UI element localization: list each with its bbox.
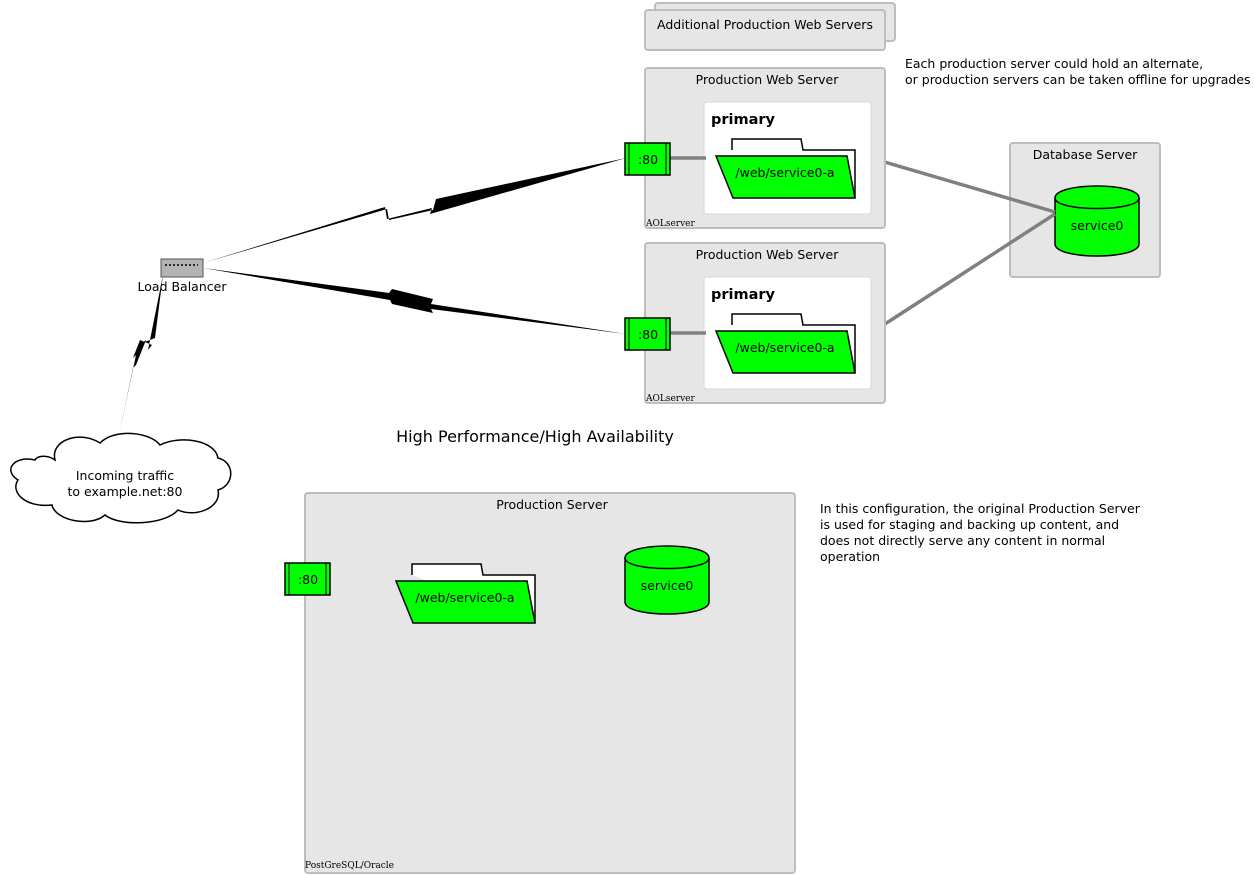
production-server-label: Production Server: [496, 497, 608, 512]
database-server: Database Server service0: [1009, 142, 1161, 278]
lightning-bolt-cloud-to-lb: [118, 275, 163, 440]
connector-web1-db: [870, 156, 1056, 214]
web-server-2-inner-label: primary: [711, 287, 776, 303]
web-server-2-folder: /web/service0-a: [735, 340, 834, 355]
web-server-1-port: :80: [638, 152, 658, 167]
port-icon: [624, 317, 671, 351]
web-server-2-label: Production Web Server: [696, 247, 840, 262]
note-bottom-line4: operation: [820, 549, 880, 564]
lightning-bolt-lb-to-web2: [203, 268, 626, 334]
folder-icon: [394, 563, 536, 624]
diagram-title: High Performance/High Availability: [396, 427, 674, 446]
note-bottom-line1: In this configuration, the original Prod…: [820, 501, 1141, 516]
production-server-footer: PostGreSQL/Oracle: [305, 861, 394, 871]
production-web-server-1: Production Web Server primary /web/servi…: [624, 67, 886, 229]
note-bottom-line3: does not directly serve any content in n…: [820, 533, 1105, 548]
web-server-1-label: Production Web Server: [696, 72, 840, 87]
lightning-bolt-lb-to-web1: [203, 158, 626, 263]
folder-icon: [714, 313, 856, 374]
folder-icon: [714, 138, 856, 199]
database-name: service0: [1071, 218, 1124, 233]
production-server: Production Server :80 /web/service0-a se…: [284, 492, 796, 874]
note-top-line2: or production servers can be taken offli…: [905, 72, 1251, 87]
production-server-port: :80: [298, 572, 318, 587]
web-server-2-port: :80: [638, 327, 658, 342]
production-server-folder: /web/service0-a: [415, 590, 514, 605]
additional-servers: Additional Production Web Servers: [644, 2, 896, 51]
web-server-2-footer: AOLserver: [645, 394, 696, 404]
port-icon: [284, 562, 331, 596]
load-balancer: [160, 258, 204, 278]
cloud-line1: Incoming traffic: [76, 468, 174, 483]
connector-web2-db: [870, 212, 1056, 335]
additional-servers-label: Additional Production Web Servers: [657, 17, 873, 32]
database-cylinder-icon: [624, 545, 710, 615]
cloud-line2: to example.net:80: [68, 484, 183, 499]
cloud-icon: [10, 432, 232, 524]
web-server-1-folder: /web/service0-a: [735, 165, 834, 180]
database-server-label: Database Server: [1033, 147, 1138, 162]
production-server-db: service0: [641, 578, 694, 593]
web-server-1-inner-label: primary: [711, 112, 776, 128]
database-cylinder-icon: [1054, 185, 1140, 257]
note-top-line1: Each production server could hold an alt…: [905, 56, 1203, 71]
port-icon: [624, 142, 671, 176]
production-web-server-2: Production Web Server primary /web/servi…: [624, 242, 886, 404]
note-bottom-line2: is used for staging and backing up conte…: [820, 517, 1119, 532]
load-balancer-label: Load Balancer: [138, 279, 228, 294]
web-server-1-footer: AOLserver: [645, 219, 696, 229]
